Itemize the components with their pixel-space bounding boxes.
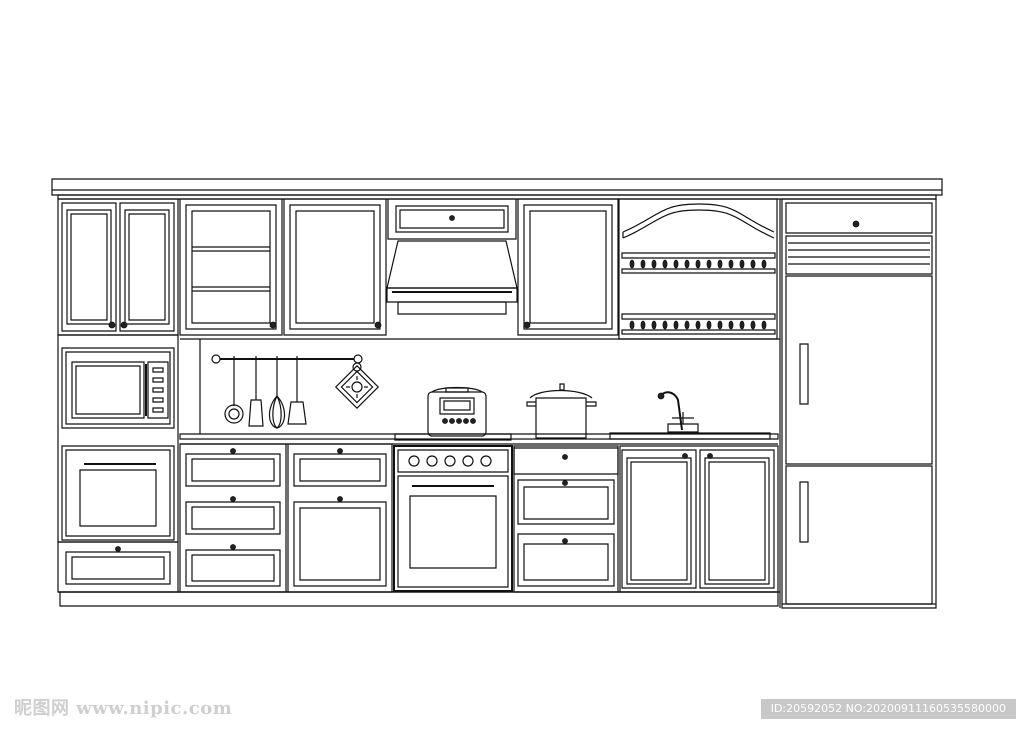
cabinet-knob	[375, 322, 381, 328]
countertop	[180, 433, 778, 444]
microwave-icon	[62, 348, 174, 428]
upper-cabinet-right	[518, 199, 618, 335]
cabinet-knob	[683, 454, 688, 459]
upper-open-shelf	[180, 199, 282, 335]
range-oven-icon	[394, 446, 512, 591]
rack-balusters-top	[630, 260, 766, 268]
faucet-icon	[658, 392, 698, 432]
spatula-icon	[249, 356, 263, 426]
watermark-id: ID:20592052 NO:20200911160535580000	[760, 699, 1016, 719]
cabinet-knob	[524, 322, 530, 328]
drawer-knob	[231, 497, 236, 502]
refrigerator	[782, 199, 936, 608]
stock-pot-icon	[527, 384, 596, 438]
tall-appliance-column	[58, 335, 178, 542]
drawer-knob	[338, 449, 343, 454]
drawer-knob	[563, 539, 568, 544]
skimmer-icon	[225, 356, 243, 423]
crown-molding	[52, 179, 942, 199]
fridge-handle	[800, 344, 808, 404]
ladle-icon	[288, 356, 306, 424]
upper-cabinet-left	[58, 199, 178, 335]
plinth	[58, 592, 936, 606]
wall-oven-icon	[62, 446, 174, 540]
rack-balusters-bottom	[630, 321, 766, 329]
freezer-handle	[800, 482, 808, 542]
cabinet-knob	[853, 221, 859, 227]
cabinet-knob	[270, 322, 276, 328]
pot-holder-icon	[336, 363, 378, 408]
whisk-icon	[269, 356, 284, 428]
cabinet-knob	[450, 216, 455, 221]
drawer-knob	[338, 497, 343, 502]
cabinet-knob	[708, 454, 713, 459]
lower-drawer-left	[58, 542, 178, 592]
drawer-knob	[116, 547, 121, 552]
sink-base-cabinet	[620, 446, 778, 592]
drawer-knob	[231, 545, 236, 550]
drawer-knob	[563, 481, 568, 486]
rice-cooker-icon	[428, 388, 486, 437]
drawer-knob	[231, 449, 236, 454]
watermark-site: 昵图网 www.nipic.com	[14, 698, 233, 719]
upper-cabinet-center	[284, 199, 386, 335]
utensil-rail	[212, 355, 362, 428]
cabinet-knob	[121, 322, 127, 328]
range-hood	[387, 199, 517, 314]
plate-rack	[619, 199, 777, 339]
cabinet-knob	[109, 322, 115, 328]
backsplash	[180, 199, 780, 608]
lower-drawers-col1	[180, 444, 286, 592]
drawer-knob	[563, 455, 568, 460]
lower-drawers-col3	[514, 446, 618, 592]
lower-drawers-col2	[288, 444, 392, 592]
